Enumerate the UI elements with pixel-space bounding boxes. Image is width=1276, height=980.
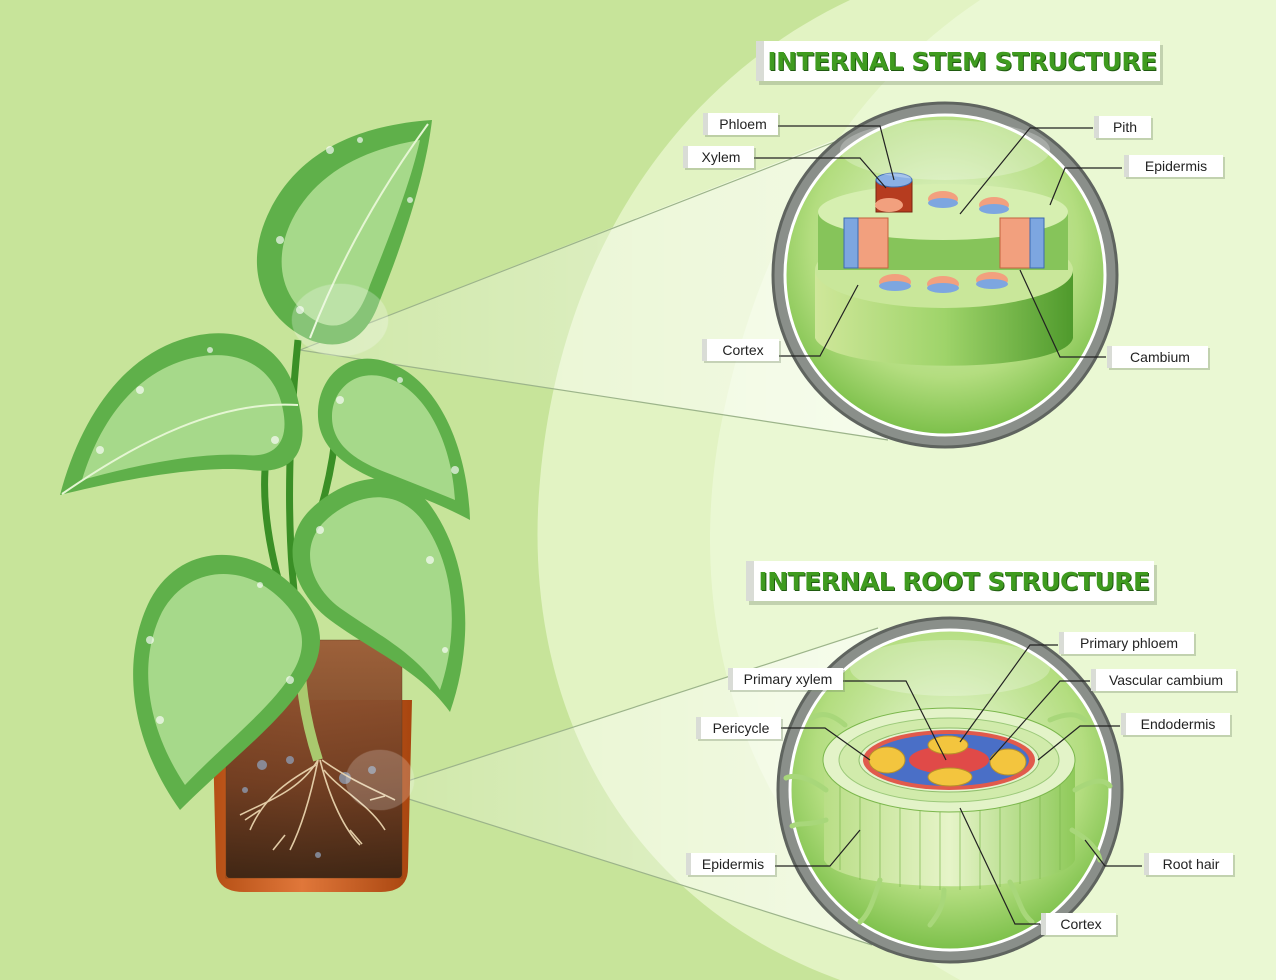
plant-illustration (60, 120, 470, 892)
stem-title-text: INTERNAL STEM STRUCTURE (767, 46, 1157, 76)
label-endodermis: Endodermis (1121, 713, 1230, 735)
label-root-hair: Root hair (1144, 853, 1233, 875)
root-title: INTERNAL ROOT STRUCTURE (746, 561, 1154, 601)
stem-title: INTERNAL STEM STRUCTURE (756, 41, 1160, 81)
label-root-epidermis: Epidermis (686, 853, 775, 875)
label-stem-epidermis: Epidermis (1124, 155, 1223, 177)
label-pericycle: Pericycle (696, 717, 781, 739)
label-stem-cortex: Cortex (702, 339, 779, 361)
label-cambium: Cambium (1107, 346, 1208, 368)
stem-zoom-beam (300, 130, 890, 440)
label-vascular-cambium: Vascular cambium (1091, 669, 1236, 691)
label-pith: Pith (1094, 116, 1151, 138)
root-magnifier-spot (345, 749, 415, 811)
label-root-cortex: Cortex (1041, 913, 1116, 935)
root-leader-lines (770, 644, 1142, 925)
label-phloem: Phloem (703, 113, 778, 135)
label-primary-phloem: Primary phloem (1059, 632, 1194, 654)
plant-roots (239, 759, 396, 851)
root-cross-section (776, 616, 1124, 964)
root-title-text: INTERNAL ROOT STRUCTURE (758, 566, 1150, 596)
plant-leaves (60, 120, 470, 810)
label-xylem: Xylem (683, 146, 754, 168)
label-primary-xylem: Primary xylem (728, 668, 843, 690)
stem-leader-lines (752, 125, 1122, 358)
stem-magnifier-spot (291, 283, 389, 357)
root-hairs (783, 712, 1113, 928)
stem-cross-section (771, 101, 1119, 449)
